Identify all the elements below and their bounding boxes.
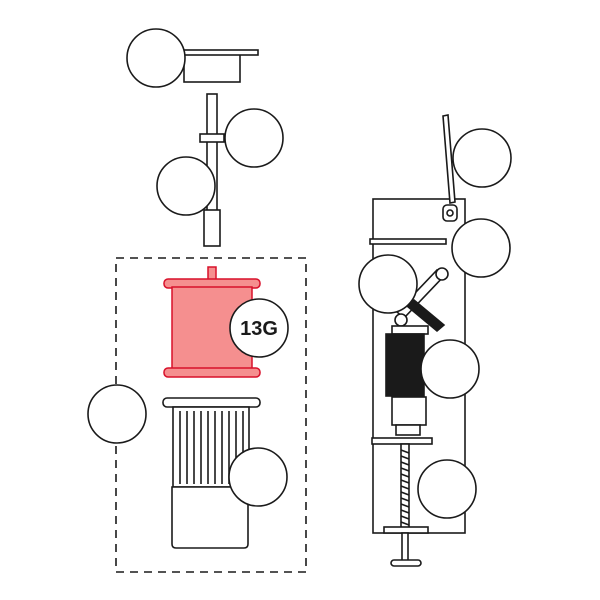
pivot-joint <box>435 267 449 281</box>
motor-assembly <box>162 397 261 549</box>
part-label-circle <box>229 298 289 358</box>
lower-connector <box>395 424 421 436</box>
shaft-lower <box>203 209 221 247</box>
bracket-block <box>183 53 241 83</box>
callout-circle <box>224 108 284 168</box>
callout-circle <box>87 384 147 444</box>
bracket-arm <box>183 49 259 56</box>
spool-pin <box>207 266 217 281</box>
callout-circle <box>417 459 477 519</box>
part-label-13g: 13G <box>240 318 278 340</box>
screw-nut <box>383 526 429 534</box>
guide-bar <box>369 238 447 245</box>
lever-clip-pin <box>446 209 454 217</box>
motor-cap <box>162 397 261 408</box>
screw-lower-shaft <box>401 532 409 562</box>
callout-circle <box>228 447 288 507</box>
bottom-bracket <box>371 437 433 445</box>
clamp-screw-head <box>394 313 408 327</box>
clamp-bracket <box>391 325 429 335</box>
spool-bottom-flange <box>163 367 261 378</box>
motor-base <box>171 486 249 549</box>
lower-block <box>391 396 427 426</box>
callout-circle <box>452 128 512 188</box>
callout-circle <box>126 28 186 88</box>
top-bracket-assembly <box>183 49 259 83</box>
callout-circle <box>358 254 418 314</box>
callout-circle <box>156 156 216 216</box>
screw-threads <box>400 449 410 526</box>
lever-rod <box>442 114 456 204</box>
shaft-collar <box>199 133 225 143</box>
screw-foot <box>390 559 422 567</box>
black-actuator <box>385 333 425 397</box>
callout-circle <box>451 218 511 278</box>
callout-circle <box>420 339 480 399</box>
shaft-assembly <box>199 93 225 247</box>
